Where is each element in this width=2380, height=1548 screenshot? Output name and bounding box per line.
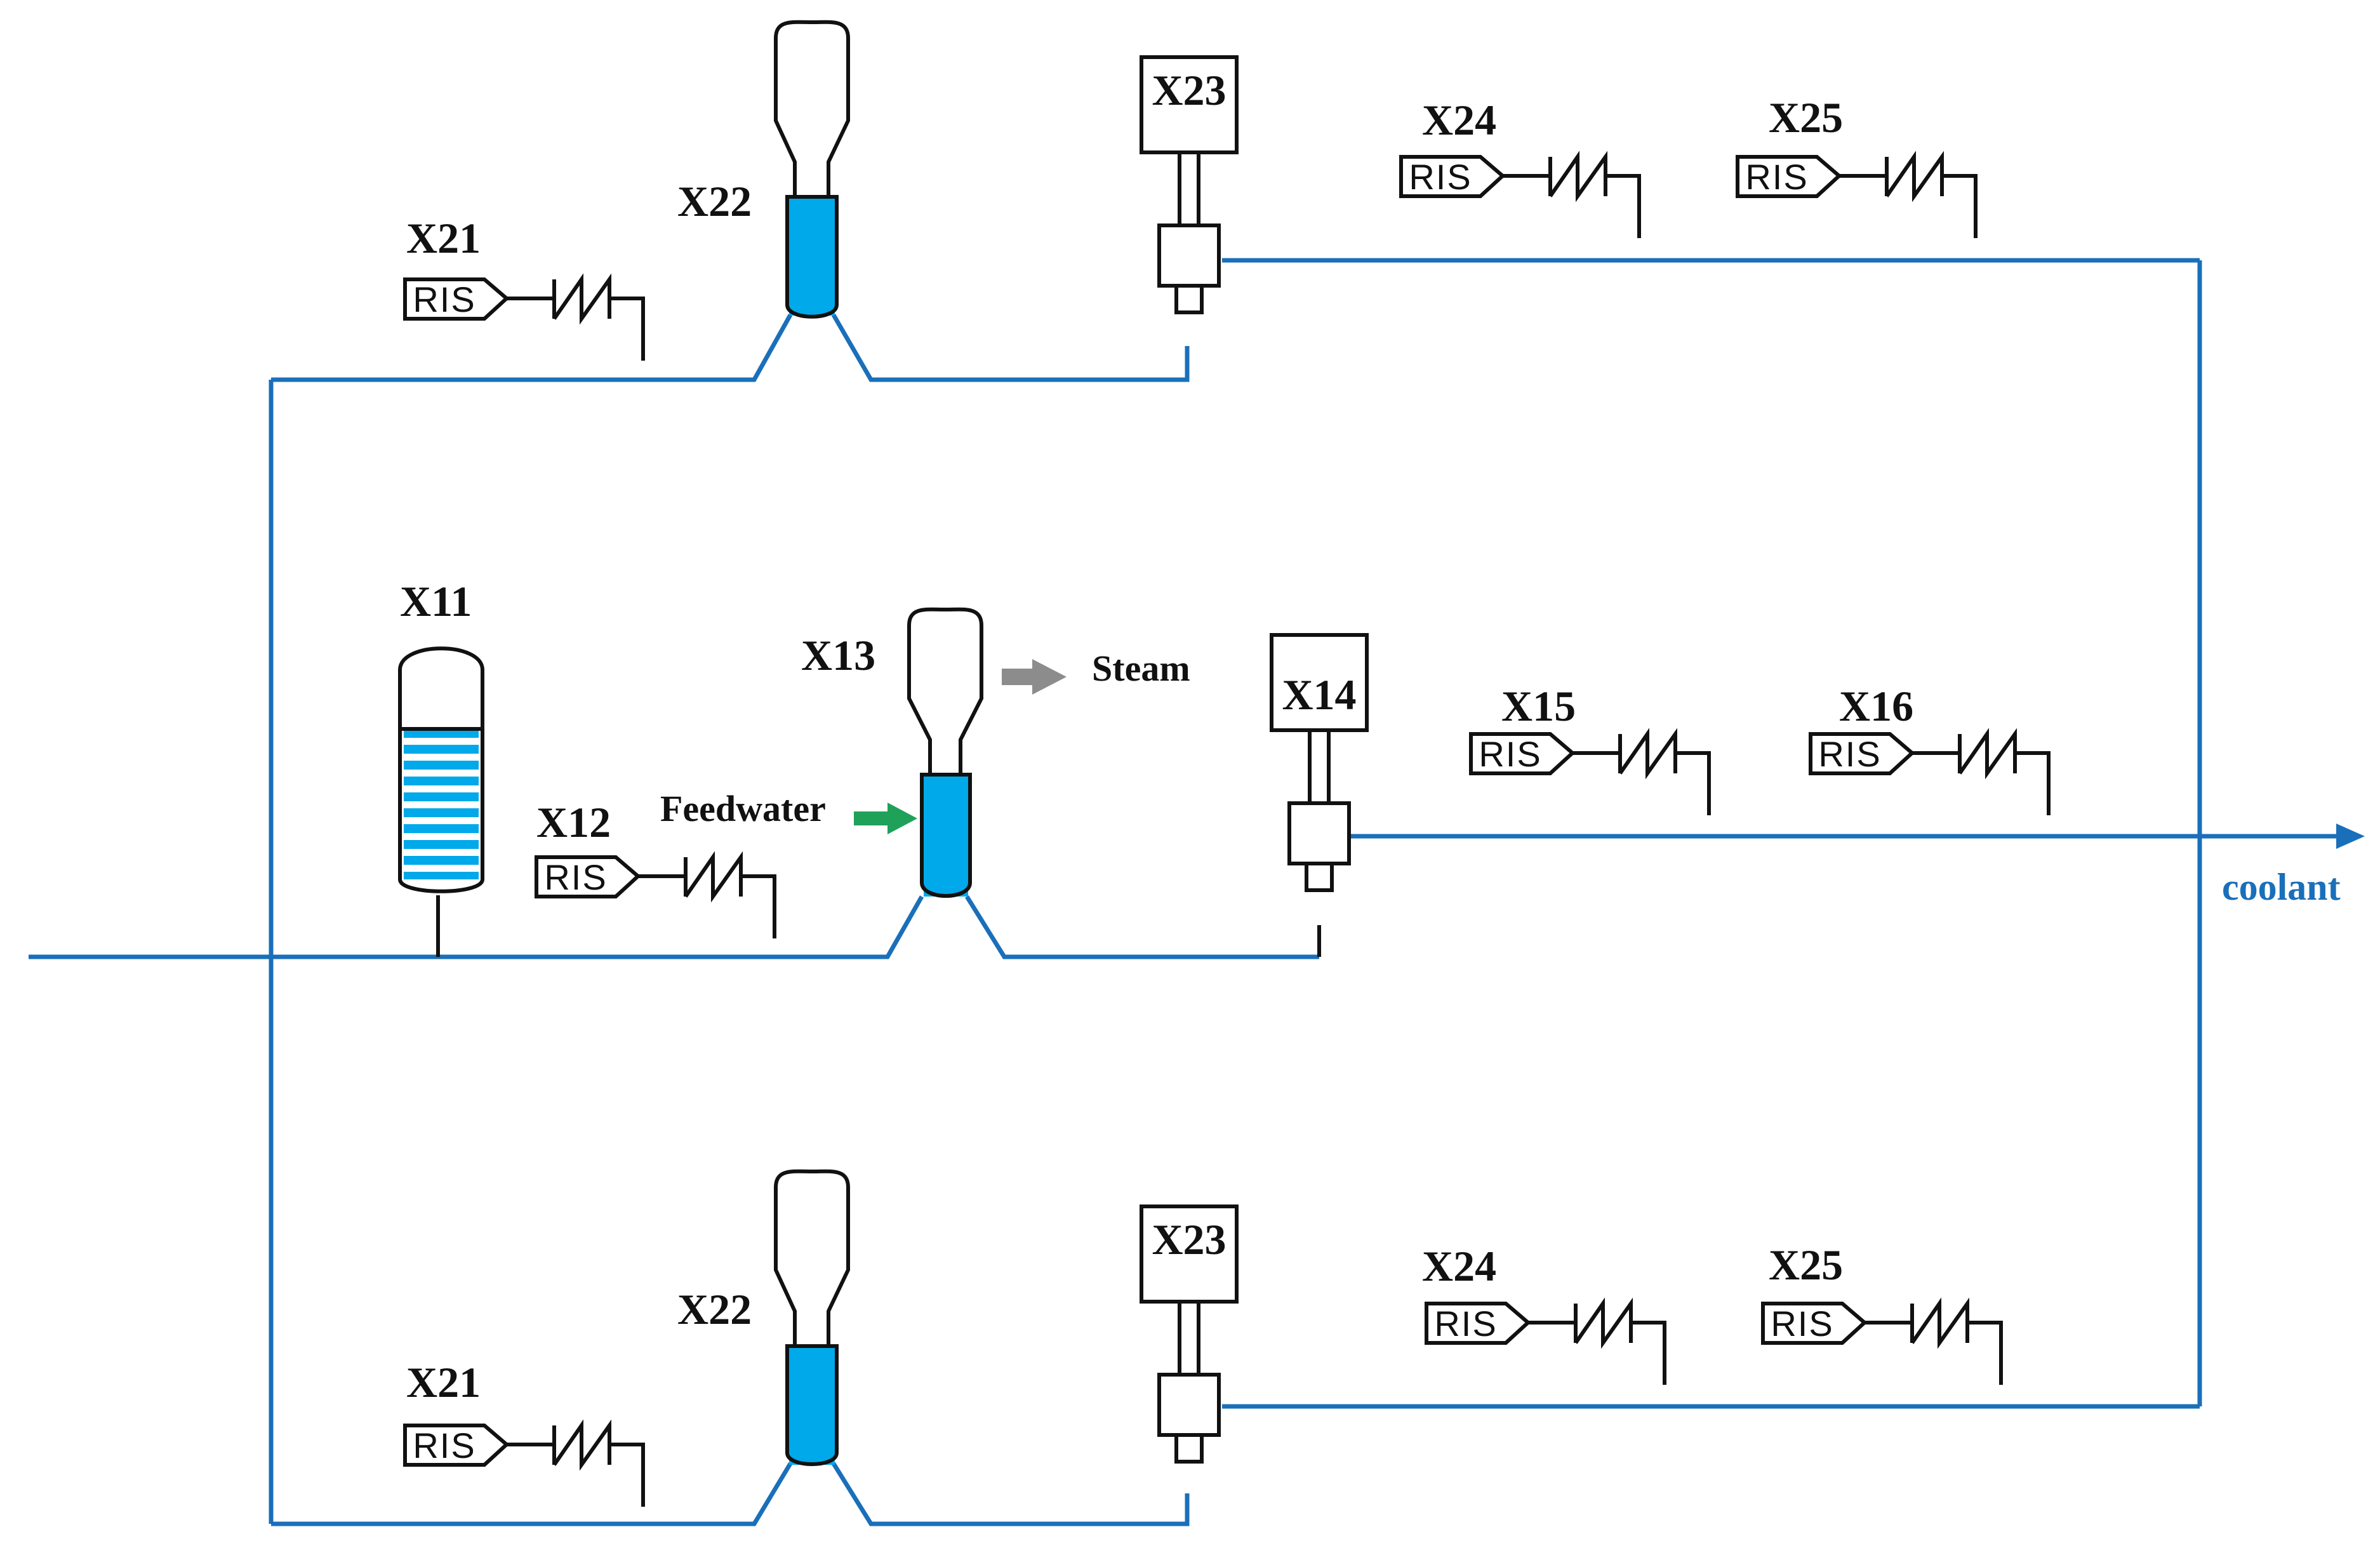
ris-sensor-x16: RIS <box>1811 734 2049 815</box>
feedwater-label: Feedwater <box>660 788 826 829</box>
ris-sensor-x15: RIS <box>1471 734 1709 815</box>
label-x16: X16 <box>1839 682 1913 730</box>
label-x11: X11 <box>400 577 472 625</box>
svg-text:RIS: RIS <box>1771 1304 1833 1344</box>
ris-sensor-x21-bottom: RIS <box>405 1425 643 1507</box>
water-level-x13 <box>924 776 968 897</box>
label-x24-top: X24 <box>1422 96 1496 144</box>
steam-generator-x22-bottom <box>774 1169 850 1466</box>
svg-text:RIS: RIS <box>1818 734 1881 774</box>
pressurizer-x11 <box>398 646 484 957</box>
label-x23-top: X23 <box>1152 66 1226 114</box>
water-level-x22-top <box>789 198 835 316</box>
ris-sensor-x25-top: RIS <box>1738 157 1976 238</box>
label-x21-bottom: X21 <box>406 1358 481 1406</box>
label-x12: X12 <box>536 798 611 846</box>
steam-generator-x13 <box>907 607 983 898</box>
label-x22-top: X22 <box>677 177 752 225</box>
label-x23-bottom: X23 <box>1152 1215 1226 1264</box>
steam-arrow-icon <box>1002 659 1067 695</box>
svg-text:RIS: RIS <box>413 279 475 319</box>
pressurizer-water-stripes <box>404 729 479 879</box>
coolant-arrowhead <box>2336 824 2365 849</box>
svg-text:RIS: RIS <box>413 1425 475 1465</box>
ris-sensor-x25-bottom: RIS <box>1763 1304 2001 1385</box>
ris-sensor-x21-top: RIS <box>405 279 643 361</box>
label-x25-bottom: X25 <box>1769 1241 1843 1289</box>
steam-generator-x22-top <box>774 20 850 319</box>
label-x25-top: X25 <box>1769 93 1843 142</box>
middle-loop-inlet-pipe <box>29 895 1319 959</box>
svg-text:RIS: RIS <box>544 857 607 897</box>
svg-text:RIS: RIS <box>1409 157 1472 197</box>
water-level-x22-bottom <box>789 1347 835 1465</box>
ris-sensor-x24-top: RIS <box>1401 157 1639 238</box>
ris-sensor-x12: RIS <box>536 857 774 938</box>
label-x15: X15 <box>1501 682 1576 730</box>
bottom-loop-inlet-pipe <box>271 1462 1190 1526</box>
steam-label: Steam <box>1092 648 1190 689</box>
label-x22-bottom: X22 <box>677 1285 752 1333</box>
label-x21-top: X21 <box>406 214 481 262</box>
top-loop-inlet-pipe <box>271 314 1190 382</box>
feedwater-arrow-icon <box>854 803 917 834</box>
label-x14: X14 <box>1282 671 1356 719</box>
ris-sensor-x24-bottom: RIS <box>1426 1304 1665 1385</box>
svg-text:RIS: RIS <box>1479 734 1541 774</box>
svg-text:RIS: RIS <box>1745 157 1808 197</box>
label-x13: X13 <box>801 631 875 679</box>
svg-text:RIS: RIS <box>1434 1304 1497 1344</box>
label-x24-bottom: X24 <box>1422 1242 1496 1290</box>
coolant-label: coolant <box>2222 866 2341 908</box>
